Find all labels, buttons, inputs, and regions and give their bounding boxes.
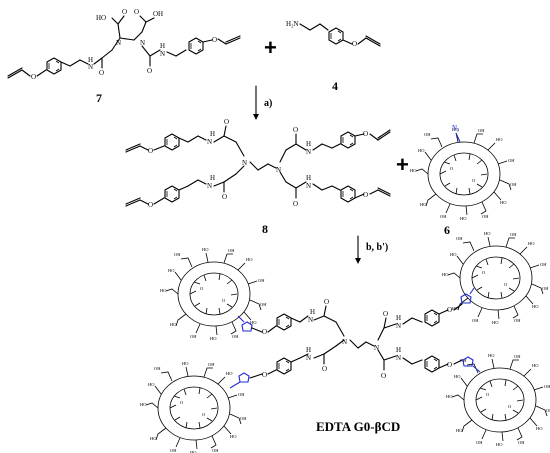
svg-text:N: N (160, 50, 165, 58)
svg-text:O: O (224, 118, 229, 126)
svg-text:N: N (140, 39, 145, 47)
svg-text:N: N (242, 159, 247, 167)
compound-7-structure: O H N O N HO O N O OH O H N (7, 8, 241, 81)
svg-text:O: O (212, 36, 217, 44)
svg-text:O: O (262, 371, 267, 379)
svg-text:N: N (207, 182, 212, 190)
plus-sign-2: + (396, 152, 409, 177)
compound-6-label: 6 (444, 223, 450, 237)
svg-text:O: O (363, 130, 368, 138)
svg-text:HO: HO (96, 14, 106, 22)
svg-text:O: O (99, 69, 104, 77)
svg-text:N: N (207, 138, 212, 146)
svg-text:O: O (447, 306, 452, 314)
svg-text:N: N (342, 338, 347, 346)
plus-sign-1: + (264, 35, 277, 60)
svg-text:O: O (383, 310, 388, 318)
svg-text:O: O (262, 328, 267, 336)
svg-text:N: N (396, 322, 401, 330)
svg-text:N: N (88, 63, 93, 71)
svg-text:O: O (122, 8, 127, 16)
svg-text:O: O (322, 365, 327, 373)
svg-text:O: O (148, 201, 153, 209)
svg-text:N: N (374, 344, 379, 352)
svg-text:O: O (293, 126, 298, 134)
svg-text:H: H (88, 56, 93, 64)
svg-text:N: N (306, 182, 311, 190)
compound-8-structure: O H N O N O H N O N (125, 118, 391, 209)
compound-6-structure: N₃ (409, 124, 518, 222)
reaction-arrow-b (355, 235, 361, 264)
svg-text:H: H (306, 140, 311, 148)
svg-text:O: O (31, 73, 36, 81)
svg-text:O: O (324, 298, 329, 306)
svg-text:N: N (306, 354, 311, 362)
product-label: EDTA G0-βCD (316, 419, 400, 434)
svg-text:O: O (293, 200, 298, 208)
svg-text:H₂N: H₂N (286, 20, 299, 28)
compound-7-label: 7 (96, 91, 102, 105)
svg-text:O: O (148, 147, 153, 155)
product-structure: O H N O N O H N O N O (139, 230, 550, 453)
svg-text:N: N (116, 39, 121, 47)
svg-text:N₃: N₃ (452, 124, 460, 132)
compound-4-structure: H₂N O (286, 20, 381, 48)
svg-text:O: O (222, 193, 227, 201)
svg-text:O: O (352, 40, 357, 48)
svg-text:N: N (396, 354, 401, 362)
compound-4-label: 4 (332, 79, 338, 93)
svg-text:O: O (134, 8, 139, 16)
svg-text:H: H (306, 346, 311, 354)
svg-text:O: O (363, 191, 368, 199)
step-a-label: a) (264, 98, 272, 109)
svg-text:H: H (160, 42, 165, 50)
svg-text:H: H (310, 308, 315, 316)
svg-text:H: H (210, 130, 215, 138)
svg-text:H: H (210, 174, 215, 182)
compound-8-label: 8 (262, 222, 268, 236)
svg-text:O: O (381, 372, 386, 380)
svg-text:O: O (147, 67, 152, 75)
step-b-label: b, b') (366, 242, 388, 253)
svg-text:N: N (308, 316, 313, 324)
svg-text:O: O (447, 361, 452, 369)
svg-text:N: N (306, 148, 311, 156)
reaction-arrow-a (253, 85, 259, 120)
svg-text:H: H (396, 314, 401, 322)
svg-text:H: H (306, 174, 311, 182)
svg-text:OH: OH (153, 10, 163, 18)
svg-text:N: N (276, 166, 281, 174)
svg-text:H: H (396, 346, 401, 354)
